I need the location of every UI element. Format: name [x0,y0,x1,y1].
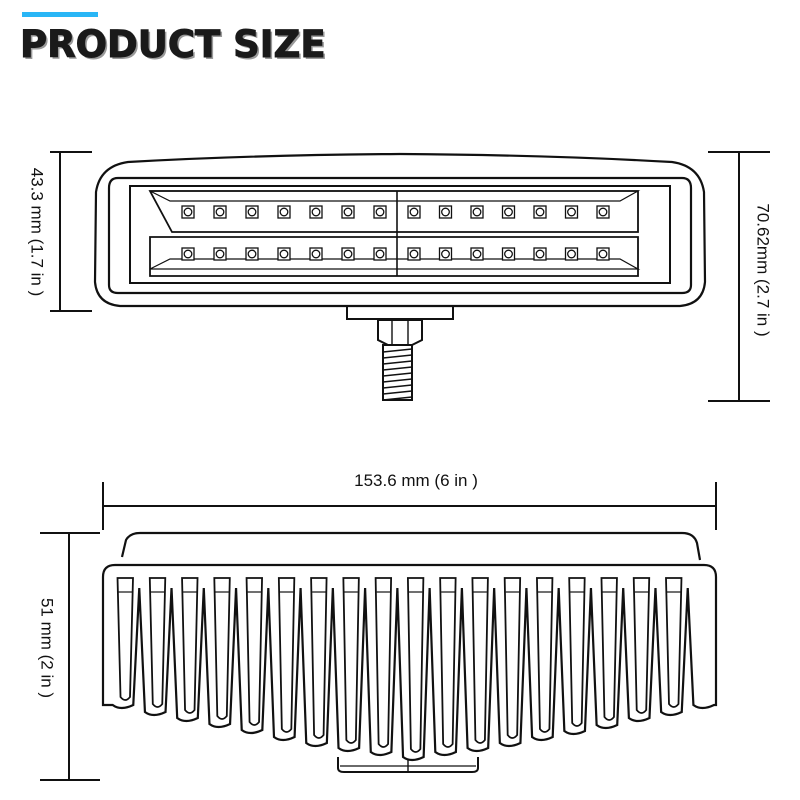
led-dot [341,247,355,261]
dim-total-height [708,151,770,402]
thread-line [382,372,413,377]
thread-line [382,378,413,383]
heatsink-fin [600,577,618,721]
led-dot [245,205,259,219]
heatsink-cap [120,531,702,561]
heatsink-fin [116,577,134,701]
led-dot [181,205,195,219]
heatsink-fin [471,577,489,744]
heatsink-fins [116,577,683,753]
front-bezel [107,176,693,295]
dim-depth-label: 51 mm (2 in ) [38,598,57,698]
thread-line [382,384,413,389]
led-dot [309,247,323,261]
led-dot [596,205,610,219]
heatsink-fin [148,577,167,708]
heatsink-fin [342,577,360,744]
thread-line [382,348,413,353]
heatsink-fin [439,577,457,748]
led-dot [470,247,484,261]
led-dot [596,247,610,261]
dim-total-height-label: 70.62mm (2.7 in ) [754,203,773,336]
thread-line [382,396,413,401]
led-array [181,205,610,261]
led-dot [438,205,453,219]
led-dot [501,205,516,219]
dim-width [102,482,717,530]
led-row-top-strip [149,190,641,202]
lens-bottom-panel [149,236,639,277]
led-dot [309,205,323,219]
title-accent-bar [22,12,98,17]
led-dot [181,247,195,261]
thread-line [382,360,413,365]
dim-front-height-label: 43.3 mm (1.7 in ) [28,168,47,297]
heatsink-fin [536,577,554,733]
dim-width-label: 153.6 mm (6 in ) [354,471,478,490]
heatsink-fin [632,577,651,714]
led-dot [277,247,291,261]
lens-frame [129,185,671,284]
bolt-thread [382,348,413,401]
mount-bolt [382,344,413,401]
heatsink-fin [374,577,393,748]
mount-base [346,305,454,320]
mount-nut [377,319,423,346]
front-view [93,152,707,401]
heatsink-fin [181,577,199,714]
led-dot [373,205,387,219]
heatsink-body [101,563,718,762]
heatsink-fin [568,577,586,727]
heatsink-fin [245,577,263,726]
heatsink-fin [213,577,231,720]
heatsink-fin [277,577,296,733]
heatsink-fin [310,577,328,739]
led-dot [373,247,387,261]
led-dot [501,247,516,261]
front-housing-outline [93,152,707,308]
led-dot [564,205,579,219]
top-view [101,531,718,773]
led-dot [277,205,291,219]
heatsink-fin [665,577,683,708]
led-dot [407,205,421,219]
led-dot [470,205,484,219]
dim-front-height [50,151,92,312]
heatsink-fin [503,577,522,739]
led-dot [564,247,579,261]
thread-line [382,390,413,395]
page-title: PRODUCT SIZE [20,23,327,66]
thread-line [382,366,413,371]
led-dot [341,205,355,219]
heatsink-fin [406,577,425,753]
led-dot [213,247,227,261]
led-dot [533,205,547,219]
led-dot [245,247,259,261]
led-dot [407,247,421,261]
led-row-bottom-strip [149,258,641,270]
dim-depth [40,532,100,781]
led-dot [438,247,453,261]
led-dot [533,247,547,261]
thread-line [382,354,413,359]
led-dot [213,205,227,219]
